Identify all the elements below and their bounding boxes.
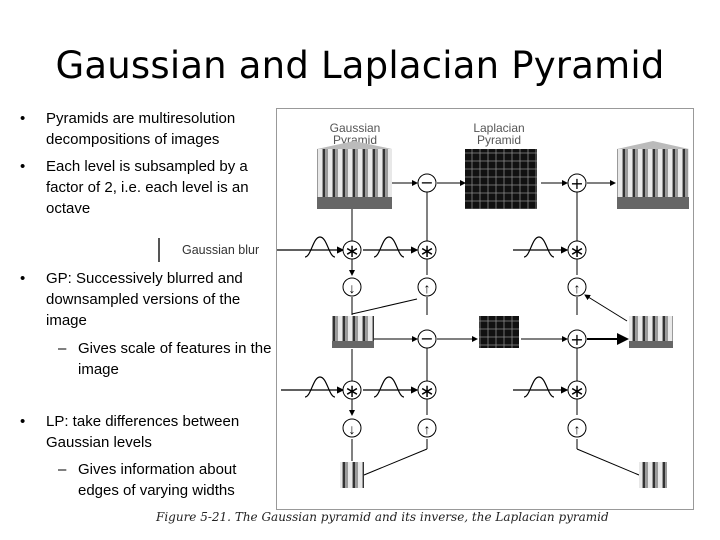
sub-bullet-marker: – xyxy=(58,340,67,357)
bullet-text: Pyramids are multiresolution decompositi… xyxy=(46,110,236,148)
bullet-text: GP: Successively blurred and downsampled… xyxy=(46,270,243,329)
sub-bullet-text: Gives information about edges of varying… xyxy=(78,461,237,499)
convolution-icon: ∗ xyxy=(419,381,434,401)
laplacian-level-0-image xyxy=(465,149,537,209)
sub-bullet-marker: – xyxy=(58,461,67,478)
gaussian-level-1-image xyxy=(332,316,374,348)
add-icon: + xyxy=(570,174,583,193)
figure-caption: Figure 5-21. The Gaussian pyramid and it… xyxy=(156,510,609,524)
laplacian-level-1-image xyxy=(479,316,519,348)
blur-kernel-row-2 xyxy=(281,376,569,398)
blur-indicator-line xyxy=(158,238,160,262)
reconstructed-level-1-image xyxy=(629,316,673,348)
convolution-icon: ∗ xyxy=(419,241,434,261)
bullet-marker: • xyxy=(20,413,26,430)
bullet-text: Each level is subsampled by a factor of … xyxy=(46,158,249,217)
add-icon: + xyxy=(570,330,583,349)
subtract-icon: − xyxy=(420,173,433,192)
convolution-icon: ∗ xyxy=(569,381,584,401)
convolution-nodes-row-1 xyxy=(342,240,587,260)
reconstructed-level-2-image xyxy=(639,462,667,488)
upsample-icon: ↑ xyxy=(424,280,431,296)
convolution-icon: ∗ xyxy=(344,241,359,261)
sampling-nodes-row-1 xyxy=(342,277,587,297)
sampling-nodes-row-2 xyxy=(342,418,587,438)
gaussian-blur-label: Gaussian blur xyxy=(182,243,260,257)
reconstructed-level-0-image xyxy=(617,141,689,209)
convolution-icon: ∗ xyxy=(569,241,584,261)
flow-lines-lower xyxy=(349,348,578,461)
level-2-connectors xyxy=(363,448,640,476)
upsample-icon: ↑ xyxy=(574,280,581,296)
upsample-icon: ↑ xyxy=(424,421,431,437)
bullet-marker: • xyxy=(20,270,26,287)
flow-lines xyxy=(349,192,578,315)
slide-title: Gaussian and Laplacian Pyramid xyxy=(55,44,665,87)
convolution-icon: ∗ xyxy=(344,381,359,401)
level-1-operators xyxy=(351,294,629,349)
bullet-marker: • xyxy=(20,158,26,175)
downsample-icon: ↓ xyxy=(349,280,356,296)
gaussian-level-0-image xyxy=(317,141,392,209)
subtract-icon: − xyxy=(420,329,433,348)
upsample-icon: ↑ xyxy=(574,421,581,437)
level-0-operators xyxy=(392,173,616,193)
gaussian-level-2-image xyxy=(340,462,364,488)
bullet-marker: • xyxy=(20,110,26,127)
convolution-nodes-row-2 xyxy=(342,380,587,400)
downsample-icon: ↓ xyxy=(349,421,356,437)
blur-kernel-row-1 xyxy=(277,236,569,258)
bullet-text: LP: take differences between Gaussian le… xyxy=(46,413,240,451)
sub-bullet-text: Gives scale of features in the image xyxy=(78,340,272,378)
